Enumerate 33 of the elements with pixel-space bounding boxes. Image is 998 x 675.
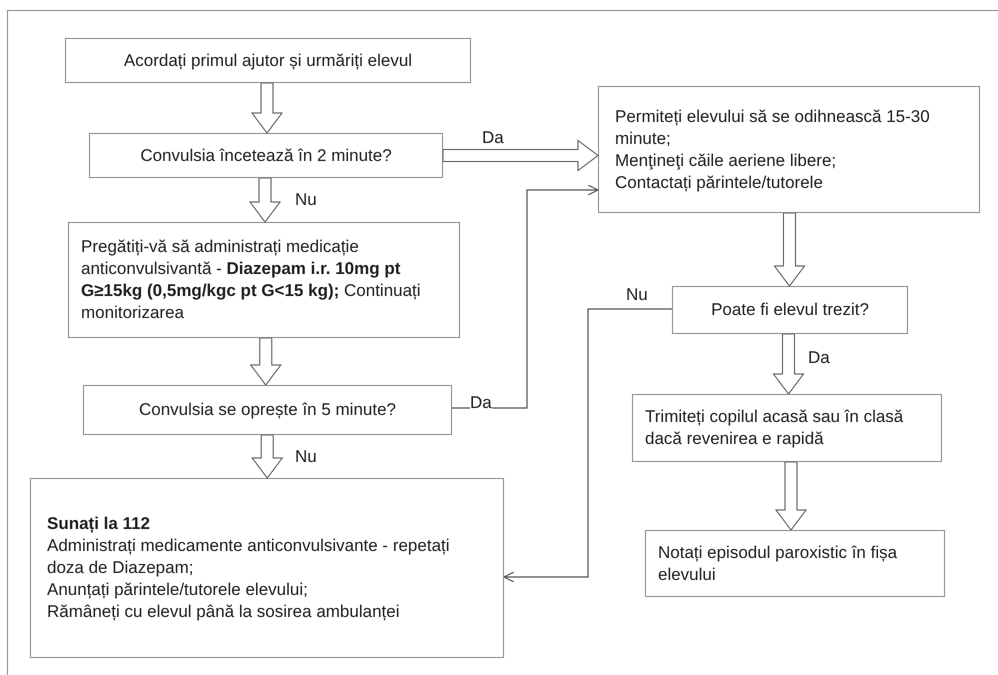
process-box xyxy=(89,133,443,178)
block-arrow xyxy=(774,212,806,287)
box-text: Contactați părintele/tutorele xyxy=(615,172,824,194)
box-text: Convulsia se oprește în 5 minute? xyxy=(138,399,396,421)
process-box xyxy=(645,530,945,597)
box-text: Sunați la 112 xyxy=(47,513,151,535)
box-text: Convulsia încetează în 2 minute? xyxy=(140,144,392,166)
connector-arrow xyxy=(452,184,599,409)
block-arrow xyxy=(442,140,599,172)
block-arrow xyxy=(775,462,807,531)
box-text: Administrați medicamente anticonvulsivante - repetați doza de Diazepam; xyxy=(47,535,451,579)
block-arrow xyxy=(251,434,284,479)
box-text: Pregătiți-vă să administrați medicație anticonvulsivantă - Diazepam i.r. 10mg pt G≥15kg (0,5mg/kgc pt G<15 kg); Continuați monitorizarea xyxy=(81,236,422,324)
box-text: Anunțați părintele/tutorele elevului; xyxy=(47,579,309,601)
block-arrow xyxy=(772,334,804,395)
box-text: Trimiteți copilul acasă sau în clasă dacă revenirea e rapidă xyxy=(645,406,904,450)
process-box xyxy=(672,286,908,334)
block-arrow xyxy=(251,82,283,134)
box-text: Menţineţi căile aeriene libere; xyxy=(615,150,838,172)
box-text: Notați episodul paroxistic în fișa elevului xyxy=(658,542,898,586)
block-arrow xyxy=(250,338,282,386)
process-box xyxy=(30,478,504,658)
block-arrow xyxy=(249,178,281,223)
box-text: Permiteți elevului să se odihnească 15-30 minute; xyxy=(615,106,931,150)
process-box xyxy=(598,86,980,213)
process-box xyxy=(83,385,452,435)
box-text: Rămâneți cu elevul până la sosirea ambulanței xyxy=(47,601,400,623)
connector-arrow xyxy=(503,308,672,583)
box-text: Poate fi elevul trezit? xyxy=(711,299,869,321)
box-text: Acordați primul ajutor și urmăriți elevul xyxy=(124,50,412,72)
process-box xyxy=(65,38,471,83)
process-box xyxy=(632,394,942,462)
process-box xyxy=(68,222,460,338)
